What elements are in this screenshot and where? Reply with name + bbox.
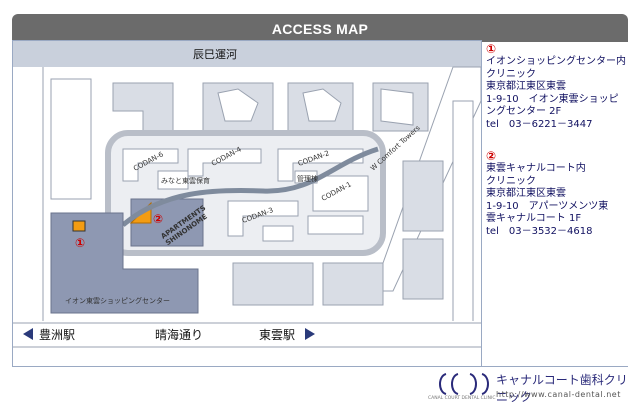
clinic-info-2: ② 東雲キャナルコート内 クリニック 東京都江東区東雲 1-9-10 アパーツメ… <box>486 149 632 238</box>
clinic-1-line: クリニック <box>486 68 536 80</box>
small1-label: みなと東雲保育 <box>161 176 210 185</box>
clinic-1-phone[interactable]: tel 03－6221－3447 <box>486 118 593 130</box>
logo-name: キャナルコート歯科クリニック <box>496 373 628 404</box>
building-left-tall <box>50 78 92 200</box>
mall-label: イオン東雲ショッピングセンター <box>65 296 170 305</box>
logo-mark-icon <box>439 373 489 395</box>
clinic-1-line: 1-9-10 イオン東雲ショッピ <box>486 93 619 105</box>
arrow-left-icon <box>23 328 33 340</box>
clinic-2-line: 1-9-10 アパーツメンツ東 <box>486 200 609 212</box>
map-canvas: 辰巳運河 <box>13 41 481 366</box>
left-road-area <box>13 67 43 347</box>
building-codan3 <box>227 200 299 237</box>
page-title: ACCESS MAP <box>271 21 369 37</box>
building-upper-3-core <box>302 88 342 122</box>
toyosu-station-label: 豊洲駅 <box>39 328 75 342</box>
arrow-right-icon <box>305 328 315 340</box>
header-bar: ACCESS MAP <box>12 14 628 42</box>
clinic-2-line: クリニック <box>486 175 536 187</box>
clinic-1-location <box>72 220 86 232</box>
canal-label: 辰巳運河 <box>193 48 237 61</box>
clinic-1-line: ングセンター 2F <box>486 106 562 117</box>
footer-bar <box>12 366 628 415</box>
building-small-1 <box>157 170 189 190</box>
clinic-1-line: イオンショッピングセンター内 <box>486 56 626 67</box>
clinic-info-1: ① イオンショッピングセンター内 クリニック 東京都江東区東雲 1-9-10 イ… <box>486 42 632 131</box>
building-bottom-2 <box>322 262 384 306</box>
clinic-1-mark: ① <box>486 42 497 56</box>
clinic-2-mark: ② <box>486 149 497 163</box>
building-right-1 <box>402 160 444 232</box>
aeon-mall-block <box>50 212 199 314</box>
clinic-2-phone[interactable]: tel 03－3532－4618 <box>486 225 593 237</box>
harumi-road-area <box>13 321 481 366</box>
building-upper-2-core <box>217 88 259 122</box>
marker-2: ② <box>153 212 163 226</box>
clinic-2-line: 雲キャナルコート 1F <box>486 213 582 224</box>
small2-label: 管理棟 <box>297 174 318 183</box>
harumi-street-label: 晴海通り <box>155 327 203 342</box>
building-codan1 <box>312 175 369 212</box>
clinic-1-line: 東京都江東区東雲 <box>486 81 566 92</box>
building-codan6 <box>122 148 179 182</box>
marker-1: ① <box>75 236 85 250</box>
building-upper-4-core <box>380 88 414 126</box>
logo-url[interactable]: http://www.canal-dental.net <box>496 390 621 399</box>
building-bottom-1 <box>232 262 314 306</box>
map-panel: 辰巳運河 <box>12 40 482 367</box>
shinonome-station-label: 東雲駅 <box>259 328 295 342</box>
clinic-2-line: 東京都江東区東雲 <box>486 188 566 199</box>
walking-route <box>121 146 379 227</box>
canal <box>13 41 481 67</box>
logo-small-text: CANAL COURT DENTAL CLINIC <box>428 396 496 401</box>
clinic-2-line: 東雲キャナルコート内 <box>486 163 586 174</box>
building-small-3 <box>262 225 294 242</box>
building-small-4 <box>307 215 364 235</box>
building-right-2 <box>402 238 444 300</box>
clinic-info-panel: ① イオンショッピングセンター内 クリニック 東京都江東区東雲 1-9-10 イ… <box>486 42 632 312</box>
right-strip <box>452 100 474 332</box>
building-upper-1 <box>112 82 174 132</box>
clinic-logo[interactable]: キャナルコート歯科クリニック http://www.canal-dental.n… <box>428 366 628 414</box>
building-codan2 <box>277 148 364 182</box>
